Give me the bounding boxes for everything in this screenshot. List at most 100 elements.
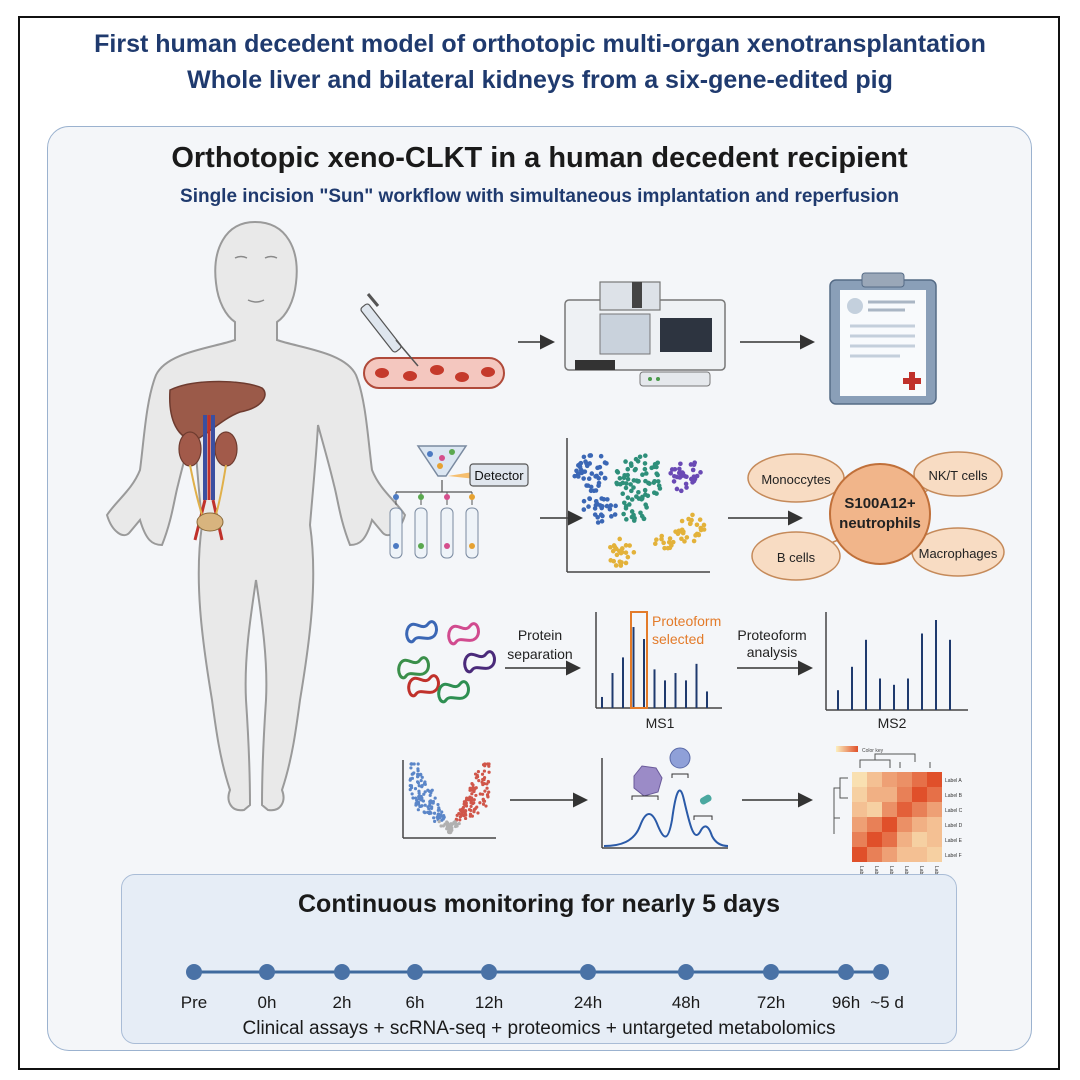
cell-bcells <box>751 531 841 581</box>
heatmap-cell <box>867 802 882 817</box>
volcano-point <box>414 796 418 800</box>
umap-point <box>629 488 634 494</box>
volcano-point <box>472 807 477 812</box>
volcano-point <box>410 762 414 766</box>
volcano-point <box>476 811 480 815</box>
umap-point <box>678 470 684 475</box>
umap-point <box>623 459 628 464</box>
umap-point <box>593 474 598 479</box>
volcano-point <box>459 813 464 817</box>
transplanted-organs <box>169 380 266 541</box>
volcano-point <box>430 788 434 792</box>
heatmap-row-label: Label F <box>945 853 962 859</box>
umap-point <box>585 483 591 488</box>
volcano-point <box>430 805 434 809</box>
volcano-point <box>474 776 478 780</box>
volcano-point <box>481 802 486 806</box>
umap-point <box>593 488 599 493</box>
umap-point <box>587 461 593 466</box>
umap-point <box>671 479 677 484</box>
volcano-plot <box>402 760 496 839</box>
volcano-point <box>441 824 445 828</box>
umap-point <box>634 478 639 484</box>
volcano-point <box>437 806 441 810</box>
volcano-point <box>480 772 485 776</box>
umap-point <box>598 512 604 518</box>
umap-point <box>651 490 657 495</box>
umap-point <box>595 515 600 520</box>
umap-point <box>614 469 620 474</box>
volcano-point <box>417 791 421 795</box>
heatmap-cell <box>852 817 867 832</box>
umap-point <box>647 481 652 486</box>
umap-point <box>621 511 626 517</box>
umap-point <box>691 462 697 467</box>
heatmap-cell <box>852 847 867 862</box>
umap-point <box>597 503 603 508</box>
volcano-point <box>437 814 441 818</box>
volcano-point <box>482 769 487 773</box>
volcano-point <box>426 810 430 814</box>
umap-point <box>679 518 685 524</box>
volcano-point <box>417 773 421 777</box>
volcano-point <box>417 784 421 788</box>
volcano-point <box>409 766 413 770</box>
volcano-point <box>423 811 427 815</box>
header-subtitle: Whole liver and bilateral kidneys from a… <box>187 66 893 94</box>
volcano-point <box>460 807 465 811</box>
umap-point <box>631 550 637 555</box>
umap-point <box>586 476 592 482</box>
volcano-point <box>465 796 469 800</box>
umap-point <box>627 543 632 548</box>
umap-point <box>642 487 648 493</box>
umap-point <box>631 485 636 490</box>
volcano-point <box>432 811 437 815</box>
volcano-point <box>472 789 476 794</box>
umap-point <box>688 476 694 482</box>
volcano-point <box>417 796 421 801</box>
umap-point <box>639 496 644 502</box>
heatmap-cell <box>867 832 882 847</box>
ms2-spectrum: MS2 <box>825 612 968 731</box>
header-title: First human decedent model of orthotopic… <box>94 30 986 58</box>
heatmap-cell <box>912 787 927 802</box>
umap-point <box>581 498 587 504</box>
umap-point <box>701 527 707 532</box>
immune-cell-network: Monoccytes NK/T cells B cells Macrophage… <box>747 451 1005 581</box>
umap-point <box>668 470 674 476</box>
umap-point <box>652 541 658 547</box>
step-analysis-label-1: Proteoform <box>737 627 806 643</box>
heatmap-cell <box>882 847 897 862</box>
heatmap-cell <box>912 847 927 862</box>
umap-point <box>670 539 676 545</box>
heatmap-cell <box>927 817 942 832</box>
umap-point <box>622 500 627 506</box>
volcano-point <box>423 782 427 787</box>
umap-point <box>608 503 614 508</box>
volcano-point <box>447 828 451 832</box>
umap-point <box>635 458 641 464</box>
heatmap-cell <box>852 787 867 802</box>
umap-point <box>614 480 619 486</box>
volcano-point <box>467 807 472 812</box>
volcano-point <box>485 793 490 797</box>
umap-point <box>629 514 635 520</box>
heatmap-cell <box>927 787 942 802</box>
volcano-point <box>433 819 437 823</box>
umap-point <box>587 496 592 501</box>
volcano-point <box>439 824 443 828</box>
monitoring-box <box>121 874 957 1044</box>
umap-point <box>617 475 623 481</box>
umap-point <box>688 521 693 526</box>
umap-point <box>581 507 587 512</box>
umap-point <box>619 549 625 555</box>
umap-point <box>639 513 645 519</box>
umap-point <box>694 522 700 528</box>
umap-point <box>625 472 630 478</box>
umap-point <box>684 535 690 540</box>
heatmap-cell <box>897 787 912 802</box>
umap-point <box>623 550 629 555</box>
umap-point <box>662 545 667 551</box>
heatmap-cell <box>882 787 897 802</box>
volcano-point <box>483 764 487 768</box>
